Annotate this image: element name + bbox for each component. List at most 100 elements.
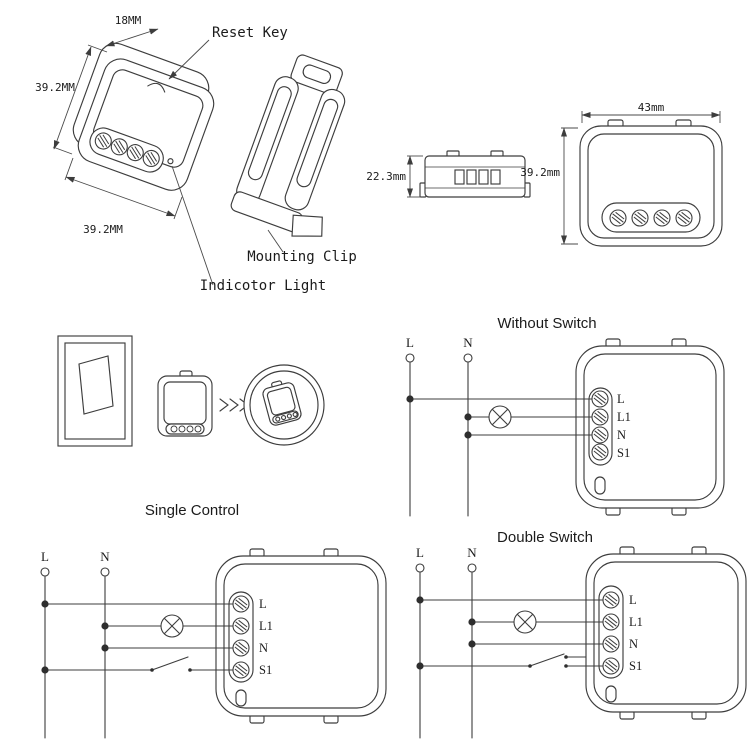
reset-key-leader bbox=[168, 39, 210, 80]
module-inner-outline bbox=[583, 353, 717, 501]
terminal-label-L: L bbox=[617, 392, 625, 406]
isometric-view: 18MM 39.2MM 39.2MM Reset Key Mounting Cl… bbox=[35, 14, 357, 294]
clip-top-slot bbox=[302, 64, 332, 85]
junction-dot bbox=[101, 644, 109, 652]
orthographic-views: 22.3mm 43mm 39.2mm bbox=[366, 101, 723, 247]
double-switch-title: Double Switch bbox=[497, 529, 593, 546]
screw-terminal-icon bbox=[609, 209, 627, 227]
wall-switch-rocker bbox=[78, 355, 114, 415]
indicator-light-icon bbox=[167, 158, 174, 165]
screw-terminal-icon bbox=[292, 411, 298, 418]
dimension-front-height-label: 39.2mm bbox=[520, 166, 560, 179]
switch-contact bbox=[564, 664, 568, 668]
screw-terminal-icon bbox=[194, 425, 202, 433]
lamp-icon bbox=[488, 405, 512, 429]
switch-contact bbox=[150, 668, 154, 672]
module-inner-outline bbox=[223, 563, 379, 709]
without-switch-title: Without Switch bbox=[497, 315, 596, 332]
terminal-label-L: L bbox=[259, 597, 267, 611]
switch-blade-icon bbox=[529, 653, 565, 667]
junction-dot bbox=[406, 395, 414, 403]
mini-module-face bbox=[163, 381, 207, 425]
screw-terminal-icon bbox=[286, 413, 292, 419]
screw-terminal-icon bbox=[170, 425, 178, 433]
dimension-depth-label: 18MM bbox=[115, 14, 142, 27]
front-view: 43mm 39.2mm bbox=[520, 101, 723, 247]
live-line-label: L bbox=[41, 549, 49, 564]
dimension-line-width bbox=[65, 176, 176, 217]
screw-terminal-icon bbox=[631, 209, 649, 227]
junction-dot bbox=[41, 600, 49, 608]
module-inner-outline bbox=[593, 561, 739, 705]
screw-terminal-icon bbox=[232, 595, 250, 613]
indicator-light-leader bbox=[171, 165, 214, 286]
screw-terminal-icon bbox=[591, 390, 609, 408]
terminal-label-N: N bbox=[629, 637, 638, 651]
junction-dot bbox=[101, 622, 109, 630]
line-end-icon bbox=[415, 563, 425, 573]
front-terminal-recess bbox=[601, 202, 701, 233]
side-terminal-slot bbox=[466, 169, 477, 185]
junction-dot bbox=[464, 431, 472, 439]
indicator-light-label: Indicotor Light bbox=[200, 278, 326, 294]
switch-contact bbox=[564, 655, 568, 659]
screw-terminal-icon bbox=[591, 443, 609, 461]
lamp-icon bbox=[513, 610, 537, 634]
switch-contact bbox=[188, 668, 192, 672]
installation-illustration: Single Control bbox=[57, 335, 325, 519]
lamp-icon bbox=[160, 614, 184, 638]
module-bottom-slot bbox=[594, 476, 606, 495]
extension-line bbox=[52, 146, 73, 155]
side-terminal-slot bbox=[454, 169, 465, 185]
neutral-line-label: N bbox=[100, 549, 110, 564]
side-terminal-slot bbox=[478, 169, 489, 185]
junction-dot bbox=[464, 413, 472, 421]
screw-terminal-icon bbox=[653, 209, 671, 227]
clip-left-slot bbox=[247, 86, 292, 181]
arrow-right-icon bbox=[219, 398, 229, 412]
terminal-label-N: N bbox=[617, 428, 626, 442]
terminal-block bbox=[598, 585, 624, 679]
terminal-label-S1: S1 bbox=[259, 663, 272, 677]
switch-contact bbox=[528, 664, 532, 668]
terminal-label-L: L bbox=[629, 593, 637, 607]
module-bottom-slot bbox=[605, 685, 617, 703]
dimension-line-depth bbox=[105, 28, 159, 47]
terminal-label-S1: S1 bbox=[617, 446, 630, 460]
junction-dot bbox=[416, 662, 424, 670]
module-3d-body bbox=[72, 42, 215, 191]
terminal-label-L1: L1 bbox=[629, 615, 643, 629]
reset-key-label: Reset Key bbox=[212, 25, 288, 41]
screw-terminal-icon bbox=[591, 426, 609, 444]
screw-terminal-icon bbox=[280, 414, 287, 421]
mini-module-face bbox=[266, 386, 296, 416]
live-line-label: L bbox=[416, 545, 424, 560]
module-bottom-slot bbox=[235, 689, 247, 707]
neutral-line-label: N bbox=[467, 545, 477, 560]
module-in-box bbox=[262, 380, 302, 426]
junction-dot bbox=[468, 640, 476, 648]
screw-terminal-icon bbox=[178, 425, 186, 433]
screw-terminal-icon bbox=[602, 635, 620, 653]
side-terminal-slot bbox=[490, 169, 501, 185]
terminal-label-L1: L1 bbox=[259, 619, 273, 633]
reset-key-icon bbox=[147, 82, 166, 93]
extension-line bbox=[173, 196, 183, 220]
screw-terminal-icon bbox=[186, 425, 194, 433]
line-end-icon bbox=[405, 353, 415, 363]
extension-line bbox=[64, 157, 74, 181]
single-control-title: Single Control bbox=[145, 502, 239, 519]
wiring-single-control: L N L L1 N S1 bbox=[40, 548, 387, 739]
side-view: 22.3mm bbox=[366, 150, 531, 198]
junction-dot bbox=[468, 618, 476, 626]
screw-terminal-icon bbox=[232, 639, 250, 657]
screw-terminal-icon bbox=[232, 661, 250, 679]
screw-terminal-icon bbox=[602, 613, 620, 631]
terminal-label-L1: L1 bbox=[617, 410, 631, 424]
line-end-icon bbox=[40, 567, 50, 577]
mounting-clip-leader bbox=[267, 229, 284, 253]
screw-terminal-icon bbox=[275, 416, 281, 422]
junction-dot bbox=[416, 596, 424, 604]
clip-foot bbox=[291, 214, 323, 237]
